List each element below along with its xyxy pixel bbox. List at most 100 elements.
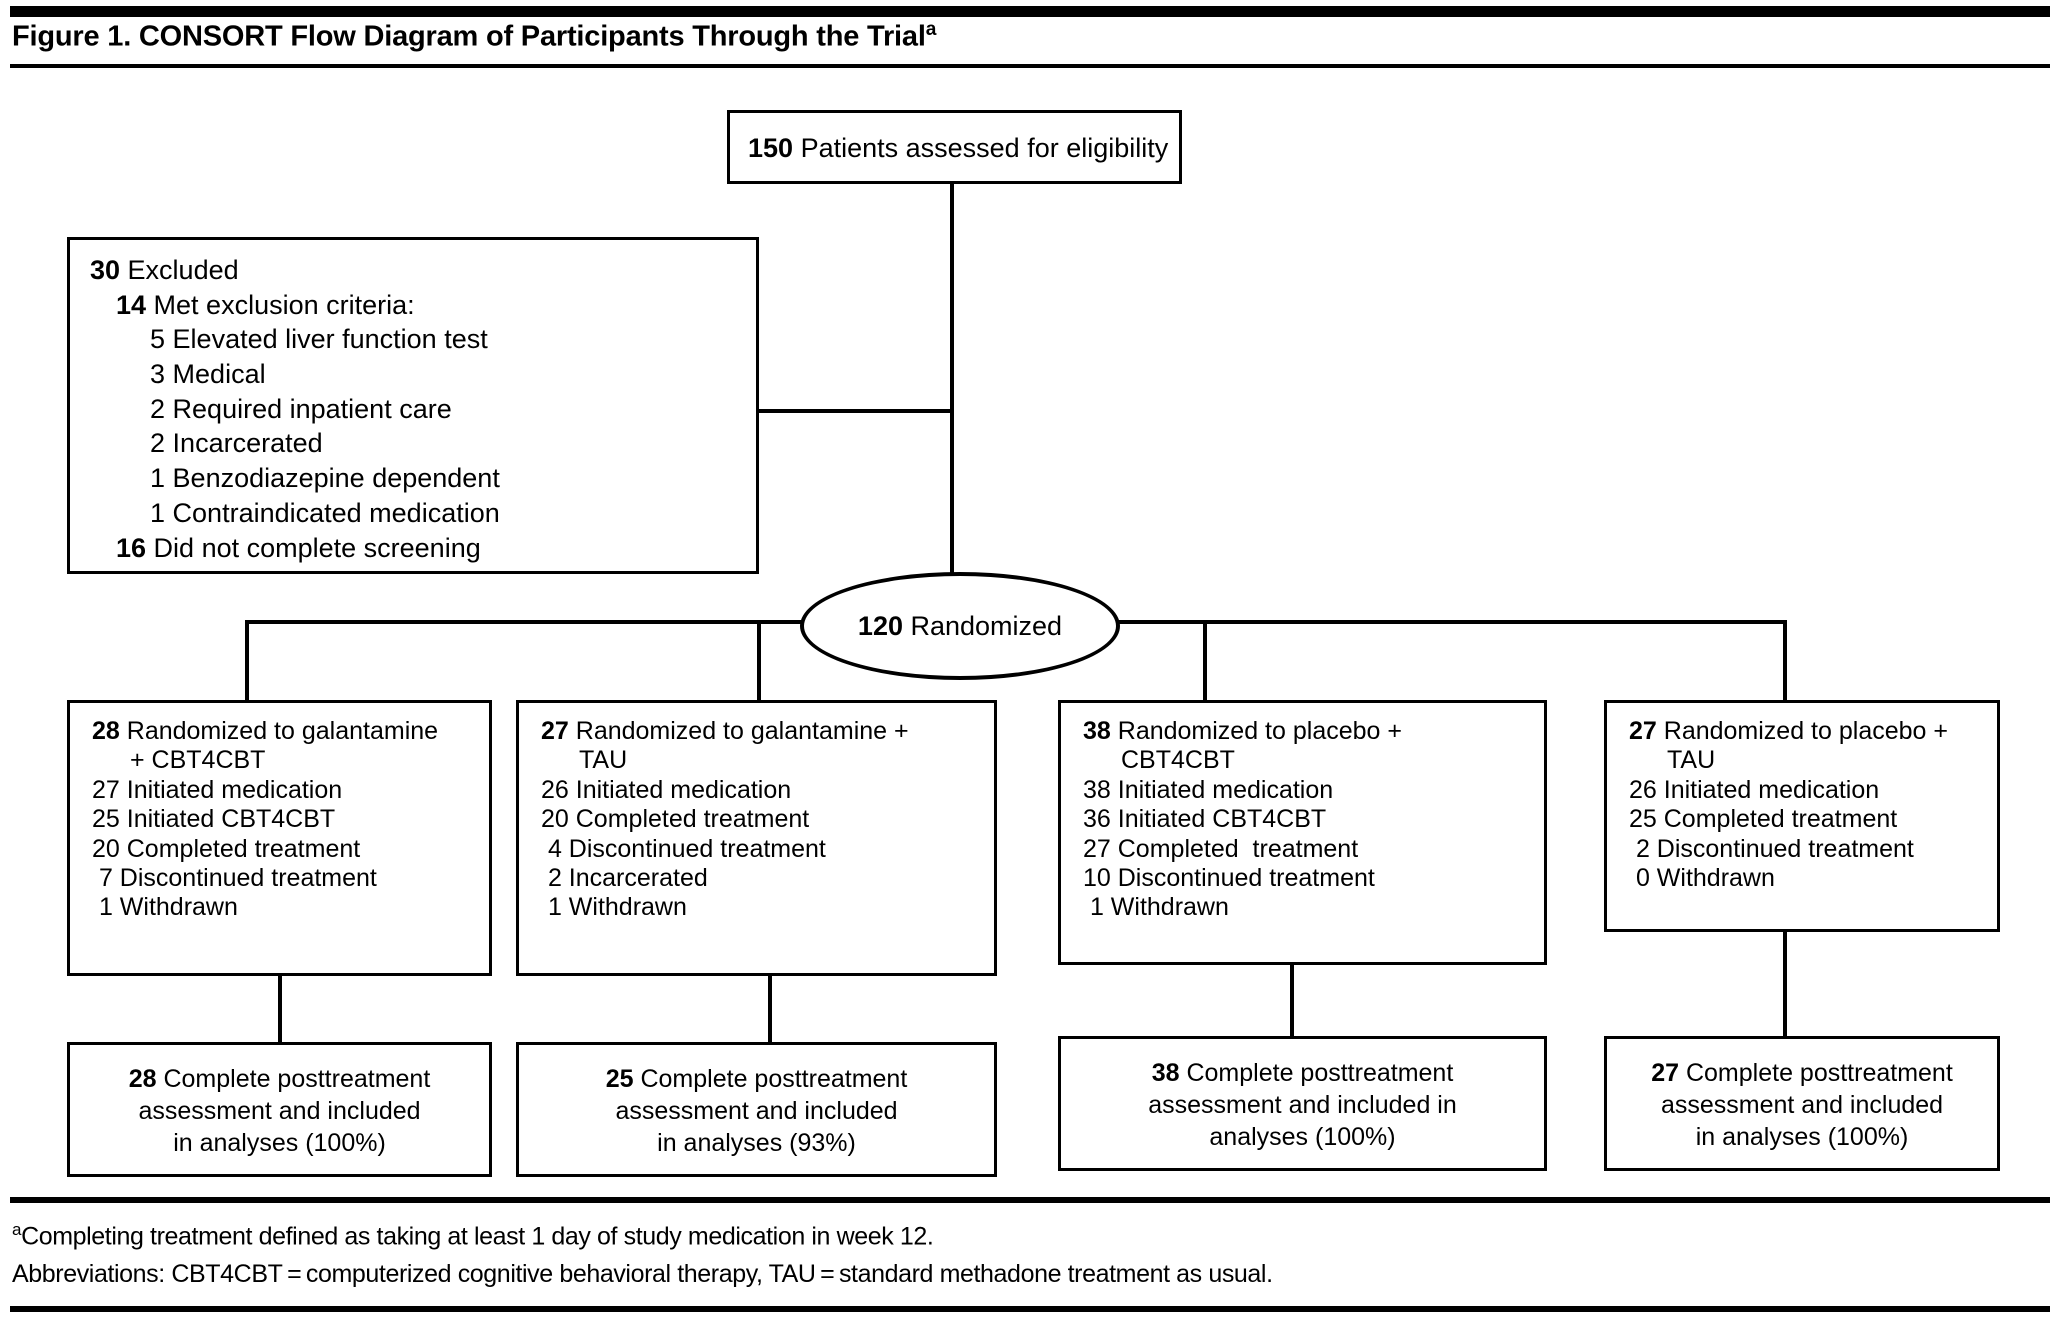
outcome-2-label: Complete posttreatment assessment and in…	[615, 1065, 908, 1157]
criterion-row: 3 Medical	[90, 357, 266, 392]
criterion-row: 2 Required inpatient care	[90, 392, 452, 427]
arm-1-row: 7 Discontinued treatment	[92, 863, 377, 892]
criterion-label: Contraindicated medication	[172, 497, 500, 528]
outcome-4-label: Complete posttreatment assessment and in…	[1660, 1059, 1953, 1151]
connector-randomized-right-bar	[1105, 620, 1785, 624]
criterion-count: 1	[150, 497, 166, 528]
box-arm-2-content: 27 Randomized to galantamine + TAU 26 In…	[519, 703, 994, 923]
box-patients-assessed: 150 Patients assessed for eligibility	[727, 110, 1182, 184]
connector-randomized-left-bar	[245, 620, 805, 624]
arm-3-count: 38	[1083, 717, 1111, 745]
screening-row: 16 Did not complete screening	[90, 531, 481, 566]
box-arm-3-content: 38 Randomized to placebo + CBT4CBT 38 In…	[1061, 703, 1544, 923]
criterion-label: Required inpatient care	[172, 393, 452, 424]
box-outcome-4-content: 27 Complete posttreatment assessment and…	[1607, 1039, 1997, 1153]
randomized-content: 120 Randomized	[858, 611, 1062, 642]
box-arm-galantamine-tau: 27 Randomized to galantamine + TAU 26 In…	[516, 700, 997, 976]
criterion-label: Benzodiazepine dependent	[172, 463, 500, 494]
box-arm-1-content: 28 Randomized to galantamine + CBT4CBT 2…	[70, 703, 489, 923]
box-arm-galantamine-cbt4cbt: 28 Randomized to galantamine + CBT4CBT 2…	[67, 700, 492, 976]
arm-4-row: 26 Initiated medication	[1629, 775, 1880, 804]
title-underline-rule	[10, 64, 2050, 68]
arm-1-row: 20 Completed treatment	[92, 834, 361, 863]
top-rule	[10, 6, 2050, 17]
outcome-1-count: 28	[128, 1065, 157, 1093]
connector-drop-arm-1	[245, 620, 249, 702]
arm-3-head-line2: CBT4CBT	[1121, 746, 1235, 775]
connector-arm4-to-outcome4	[1783, 930, 1787, 1038]
arm-3-row: 27 Completed treatment	[1083, 834, 1359, 863]
figure-title-text: Figure 1. CONSORT Flow Diagram of Partic…	[12, 20, 926, 53]
criterion-label: Incarcerated	[172, 428, 323, 459]
connector-assessed-to-excluded	[757, 409, 952, 413]
figure-title-footnote-marker: a	[925, 19, 937, 40]
arm-1-row: 25 Initiated CBT4CBT	[92, 805, 336, 834]
arm-3-row: 1 Withdrawn	[1083, 893, 1229, 922]
arm-4-row: 2 Discontinued treatment	[1629, 834, 1914, 863]
connector-drop-arm-2	[757, 620, 761, 702]
arm-1-head-line1: Randomized to galantamine	[119, 717, 439, 745]
box-arm-4-content: 27 Randomized to placebo + TAU 26 Initia…	[1607, 703, 1997, 893]
connector-drop-arm-4	[1783, 620, 1787, 702]
outcome-3-count: 38	[1151, 1059, 1180, 1087]
box-excluded-content: 30 Excluded 14 Met exclusion criteria: 5…	[70, 240, 756, 565]
assessed-count: 150	[748, 133, 794, 163]
criterion-count: 3	[150, 359, 166, 390]
excluded-criteria-row: 14 Met exclusion criteria:	[90, 288, 415, 323]
arm-3-row: 10 Discontinued treatment	[1083, 863, 1375, 892]
connector-assessed-to-randomized	[950, 184, 954, 574]
connector-arm3-to-outcome3	[1290, 963, 1294, 1038]
box-outcome-arm-1: 28 Complete posttreatment assessment and…	[67, 1042, 492, 1177]
footnote-a-text: Completing treatment defined as taking a…	[21, 1222, 934, 1251]
criterion-count: 5	[150, 324, 166, 355]
screening-count: 16	[116, 532, 147, 563]
arm-4-head-line1: Randomized to placebo +	[1656, 717, 1948, 745]
outcome-1-label: Complete posttreatment assessment and in…	[138, 1065, 431, 1157]
footnote-top-rule	[10, 1197, 2050, 1203]
box-outcome-arm-4: 27 Complete posttreatment assessment and…	[1604, 1036, 2000, 1171]
arm-2-row: 4 Discontinued treatment	[541, 834, 826, 863]
box-outcome-1-content: 28 Complete posttreatment assessment and…	[70, 1045, 489, 1159]
footnote-abbreviations: Abbreviations: CBT4CBT = computerized co…	[12, 1260, 1273, 1288]
assessed-label: Patients assessed for eligibility	[793, 133, 1169, 163]
ellipse-randomized: 120 Randomized	[800, 572, 1120, 680]
arm-4-count: 27	[1629, 717, 1657, 745]
arm-2-row: 26 Initiated medication	[541, 775, 792, 804]
connector-drop-arm-3	[1203, 620, 1207, 702]
box-patients-assessed-content: 150 Patients assessed for eligibility	[730, 113, 1179, 164]
excluded-count: 30	[90, 255, 121, 285]
criterion-label: Medical	[172, 359, 266, 390]
arm-2-count: 27	[541, 717, 569, 745]
arm-2-row: 1 Withdrawn	[541, 893, 687, 922]
arm-3-row: 38 Initiated medication	[1083, 775, 1334, 804]
arm-1-count: 28	[92, 717, 120, 745]
footnote-a-marker: a	[12, 1220, 22, 1239]
box-outcome-arm-2: 25 Complete posttreatment assessment and…	[516, 1042, 997, 1177]
box-excluded: 30 Excluded 14 Met exclusion criteria: 5…	[67, 237, 759, 574]
arm-2-row: 2 Incarcerated	[541, 863, 708, 892]
arm-4-head-line2: TAU	[1667, 746, 1716, 775]
arm-3-head-line1: Randomized to placebo +	[1110, 717, 1402, 745]
outcome-4-count: 27	[1651, 1059, 1680, 1087]
criterion-row: 1 Contraindicated medication	[90, 496, 500, 531]
box-arm-placebo-cbt4cbt: 38 Randomized to placebo + CBT4CBT 38 In…	[1058, 700, 1547, 965]
connector-arm1-to-outcome1	[278, 974, 282, 1044]
arm-3-row: 36 Initiated CBT4CBT	[1083, 805, 1327, 834]
outcome-3-label: Complete posttreatment assessment and in…	[1148, 1059, 1457, 1151]
figure-title: Figure 1. CONSORT Flow Diagram of Partic…	[12, 20, 936, 52]
outcome-2-count: 25	[605, 1065, 634, 1093]
bottom-rule	[10, 1306, 2050, 1312]
box-arm-placebo-tau: 27 Randomized to placebo + TAU 26 Initia…	[1604, 700, 2000, 932]
criterion-count: 1	[150, 463, 166, 494]
criterion-row: 2 Incarcerated	[90, 426, 323, 461]
screening-label: Did not complete screening	[146, 532, 481, 563]
criterion-count: 2	[150, 393, 166, 424]
box-outcome-arm-3: 38 Complete posttreatment assessment and…	[1058, 1036, 1547, 1171]
met-criteria-label: Met exclusion criteria:	[146, 289, 415, 320]
arm-1-row: 27 Initiated medication	[92, 775, 343, 804]
box-outcome-2-content: 25 Complete posttreatment assessment and…	[519, 1045, 994, 1159]
arm-1-row: 1 Withdrawn	[92, 893, 238, 922]
arm-2-head-line2: TAU	[579, 746, 628, 775]
excluded-label: Excluded	[120, 255, 239, 285]
